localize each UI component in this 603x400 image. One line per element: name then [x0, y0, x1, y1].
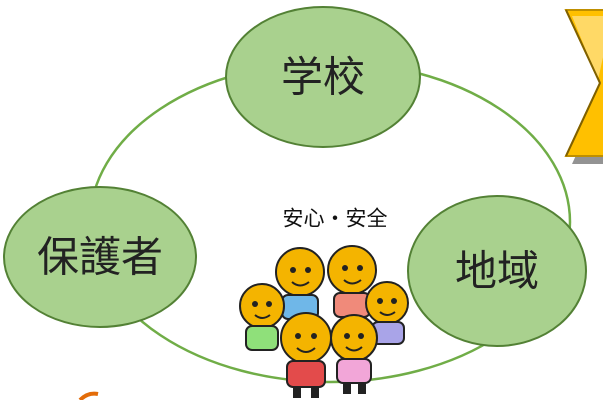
node-guardians: 保護者: [3, 186, 197, 328]
center-caption: 安心・安全: [283, 207, 388, 231]
node-community-label: 地域: [455, 247, 539, 296]
orange-arc-decoration: [78, 391, 99, 400]
hourglass-arrow-icon: [564, 9, 603, 164]
node-school-label: 学校: [281, 53, 365, 102]
node-school: 学校: [225, 6, 421, 148]
children-group-illustration-icon: [239, 245, 409, 398]
node-guardians-label: 保護者: [37, 233, 163, 282]
node-community: 地域: [407, 195, 587, 347]
